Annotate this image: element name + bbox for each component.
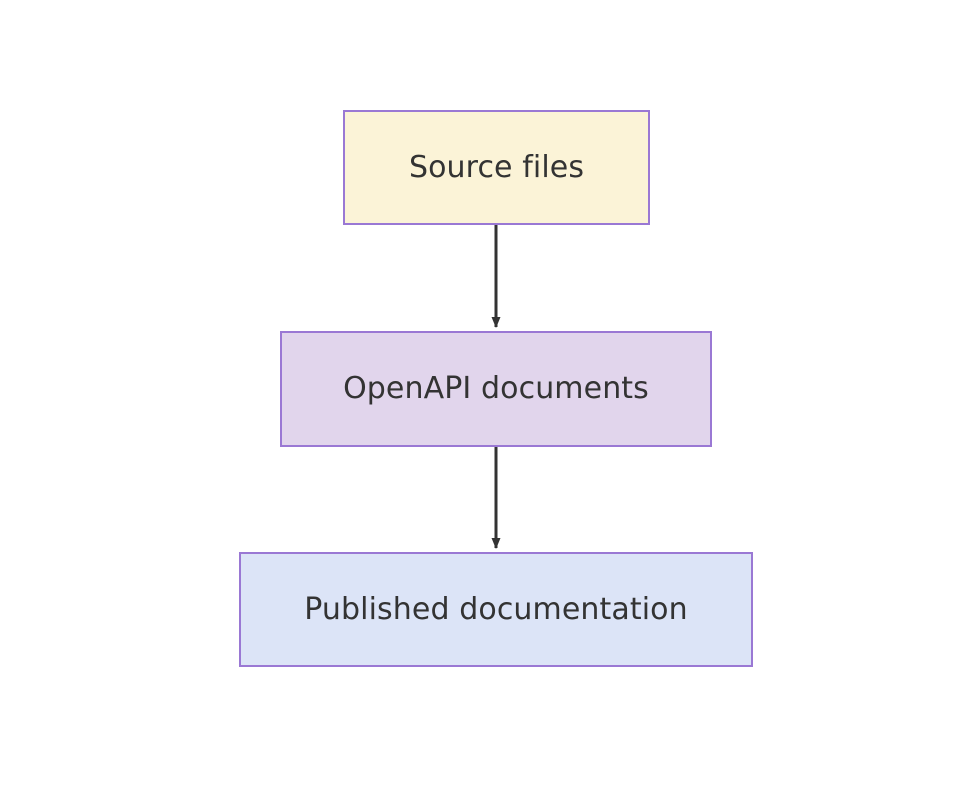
node-published-documentation-label: Published documentation: [304, 591, 688, 627]
node-source-files[interactable]: Source files: [343, 110, 650, 225]
node-openapi-documents-label: OpenAPI documents: [343, 371, 649, 406]
node-published-documentation[interactable]: Published documentation: [239, 552, 753, 667]
node-openapi-documents[interactable]: OpenAPI documents: [280, 331, 712, 447]
node-source-files-label: Source files: [408, 149, 585, 185]
